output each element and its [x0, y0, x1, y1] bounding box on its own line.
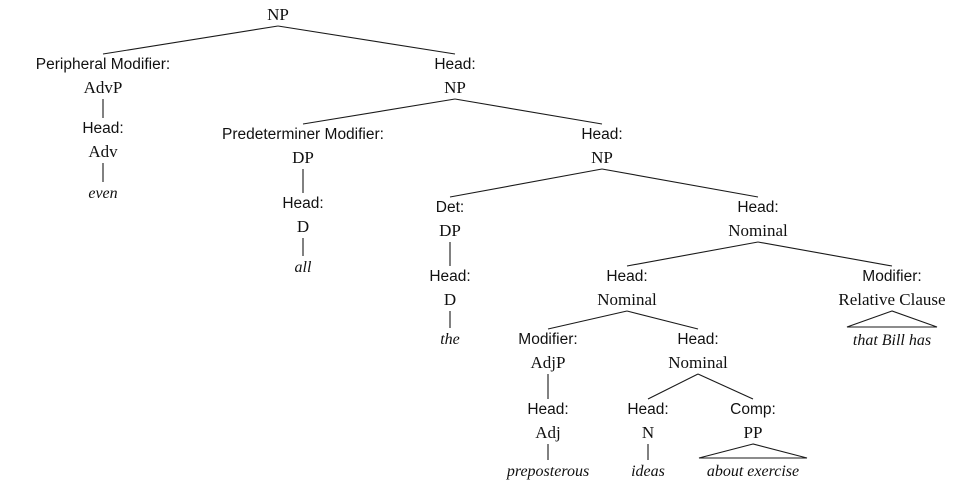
node-category-label: D: [444, 290, 456, 309]
tree-node: Head: Nominal: [597, 268, 657, 309]
tree-node: Head: NP: [581, 126, 622, 167]
node-category-label: NP: [267, 5, 289, 24]
tree-node: Det: DP: [436, 199, 464, 240]
tree-node: Head: N: [627, 401, 668, 442]
leaf-triangle: [846, 310, 938, 328]
tree-node: Head: Nominal: [668, 331, 728, 372]
node-category-label: AdjP: [531, 353, 566, 372]
node-category-label: DP: [439, 221, 461, 240]
node-role-label: Predeterminer Modifier:: [222, 126, 384, 143]
node-category-label: NP: [591, 148, 613, 167]
node-role-label: Head:: [677, 331, 718, 348]
tree-node: NP: [267, 5, 289, 24]
tree-node: Head: D: [282, 195, 323, 236]
terminal-word: preposterous: [506, 463, 589, 480]
tree-node: Peripheral Modifier: AdvP: [36, 56, 170, 97]
node-category-label: Nominal: [728, 221, 788, 240]
tree-node: Predeterminer Modifier: DP: [222, 126, 384, 167]
terminal-word: ideas: [631, 463, 665, 480]
node-category-label: DP: [292, 148, 314, 167]
node-role-label: Head:: [606, 268, 647, 285]
node-role-label: Modifier:: [518, 331, 577, 348]
terminal-word: that Bill has: [853, 332, 931, 349]
tree-edges-layer: [102, 25, 893, 400]
node-category-label: N: [642, 423, 654, 442]
node-category-label: Nominal: [597, 290, 657, 309]
node-category-label: Adj: [535, 423, 561, 442]
node-role-label: Comp:: [730, 401, 776, 418]
tree-edge: [449, 168, 603, 198]
tree-node: Comp: PP: [730, 401, 776, 442]
tree-edge: [601, 168, 759, 198]
tree-node: Head: Adv: [82, 120, 123, 161]
terminal-word: the: [440, 331, 460, 348]
tree-edge: [302, 98, 456, 125]
node-category-label: D: [297, 217, 309, 236]
tree-edge: [102, 25, 279, 55]
node-category-label: Nominal: [668, 353, 728, 372]
tree-node: Head: D: [429, 268, 470, 309]
node-role-label: Head:: [581, 126, 622, 143]
node-role-label: Head:: [527, 401, 568, 418]
tree-edge: [647, 373, 699, 400]
tree-edge: [697, 373, 754, 400]
node-role-label: Det:: [436, 199, 464, 216]
tree-nodes-layer: NP Peripheral Modifier: AdvP Head: NP Head: Ad…: [36, 5, 946, 442]
node-role-label: Head:: [627, 401, 668, 418]
tree-node: Modifier: Relative Clause: [838, 268, 945, 309]
tree-edge: [757, 241, 893, 267]
node-category-label: Adv: [88, 142, 118, 161]
tree-edge: [277, 25, 456, 55]
tree-edge: [454, 98, 603, 125]
node-role-label: Peripheral Modifier:: [36, 56, 170, 73]
terminal-word: even: [88, 185, 117, 202]
tree-leaves-layer: even all the that Bill has preposterous ideas…: [88, 185, 931, 480]
terminal-word: about exercise: [707, 463, 799, 480]
tree-node: Head: NP: [434, 56, 475, 97]
node-category-label: PP: [744, 423, 763, 442]
leaf-triangles-layer: [102, 163, 938, 460]
tree-node: Head: Adj: [527, 401, 568, 442]
node-role-label: Head:: [282, 195, 323, 212]
tree-edge: [547, 310, 628, 330]
node-category-label: NP: [444, 78, 466, 97]
tree-edge: [626, 241, 759, 267]
terminal-word: all: [295, 259, 312, 276]
node-role-label: Head:: [434, 56, 475, 73]
node-role-label: Head:: [429, 268, 470, 285]
node-category-label: AdvP: [84, 78, 123, 97]
node-role-label: Head:: [82, 120, 123, 137]
node-role-label: Modifier:: [862, 268, 921, 285]
leaf-triangle: [698, 443, 808, 459]
node-role-label: Head:: [737, 199, 778, 216]
tree-edge: [626, 310, 699, 330]
node-category-label: Relative Clause: [838, 290, 945, 309]
tree-node: Head: Nominal: [728, 199, 788, 240]
tree-node: Modifier: AdjP: [518, 331, 577, 372]
